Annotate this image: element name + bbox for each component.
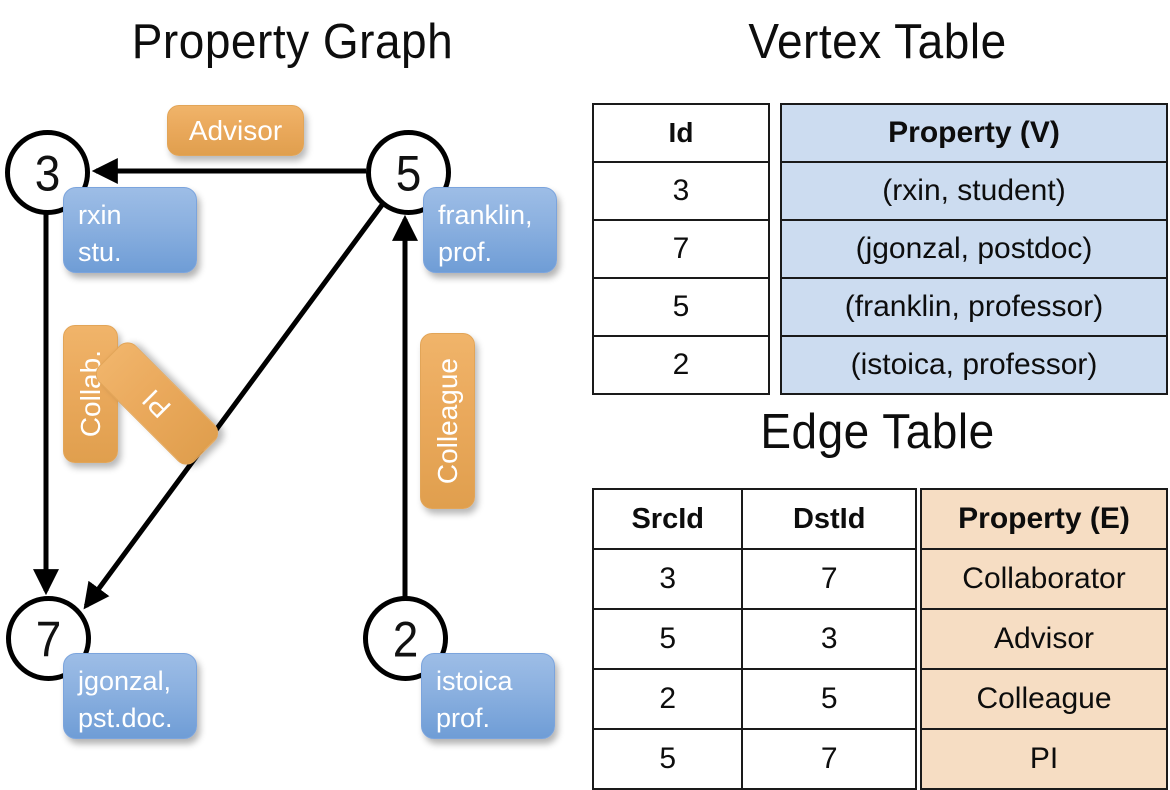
graph-node-3-property-line-1: rxin bbox=[78, 200, 122, 230]
table-row[interactable]: 2 5 bbox=[591, 668, 917, 730]
edge-table-cell-property: Colleague bbox=[920, 668, 1168, 730]
vertex-table-cell-id: 3 bbox=[592, 161, 770, 221]
vertex-table-cell-property: (rxin, student) bbox=[780, 161, 1168, 221]
edge-table-cell-srcid: 5 bbox=[591, 608, 744, 670]
edge-label-advisor-text: Advisor bbox=[188, 114, 283, 146]
graph-node-2-property-box: istoica prof. bbox=[421, 653, 555, 739]
graph-node-5[interactable]: 5 bbox=[366, 130, 451, 215]
edge-table-cell-property: PI bbox=[920, 728, 1168, 790]
vertex-table-cell-id: 5 bbox=[592, 277, 770, 337]
vertex-table-header-id: Id bbox=[592, 103, 770, 163]
vertex-table-header-property: Property (V) bbox=[780, 103, 1168, 163]
graph-node-3-property-box: rxin stu. bbox=[63, 187, 197, 273]
table-row[interactable]: 3 7 bbox=[591, 548, 917, 610]
edge-table-cell-dstid: 7 bbox=[741, 548, 917, 610]
graph-node-7-label: 7 bbox=[35, 610, 62, 667]
table-row[interactable]: Collaborator bbox=[920, 548, 1168, 610]
table-row[interactable]: 5 7 bbox=[591, 728, 917, 790]
graph-node-7-property-line-1: jgonzal, bbox=[78, 666, 172, 696]
graph-node-7-property-box: jgonzal, pst.doc. bbox=[63, 653, 197, 739]
table-row[interactable]: 5 3 bbox=[591, 608, 917, 670]
page-title-edge-table: Edge Table bbox=[760, 403, 995, 459]
table-row[interactable]: (rxin, student) bbox=[780, 161, 1168, 221]
graph-node-2-property-line-1: istoica bbox=[436, 666, 513, 696]
edge-table-header-srcid: SrcId bbox=[591, 488, 744, 550]
edge-table-property-column: Property (E) Collaborator Advisor Collea… bbox=[920, 488, 1168, 790]
page-title-vertex-table: Vertex Table bbox=[748, 13, 1007, 69]
vertex-table-property-column: Property (V) (rxin, student) (jgonzal, p… bbox=[780, 103, 1168, 395]
edge-table-cell-dstid: 3 bbox=[741, 608, 917, 670]
graph-node-2-property-line-2: prof. bbox=[436, 703, 491, 734]
graph-node-5-property-line-2: prof. bbox=[438, 237, 493, 268]
table-row[interactable]: 7 bbox=[592, 219, 770, 279]
graph-node-2[interactable]: 2 bbox=[363, 596, 448, 681]
table-row[interactable]: (istoica, professor) bbox=[780, 335, 1168, 395]
graph-node-5-property-line-1: franklin, bbox=[438, 200, 533, 230]
page-title-property-graph: Property Graph bbox=[131, 13, 454, 69]
vertex-table-cell-id: 7 bbox=[592, 219, 770, 279]
edge-table-cell-srcid: 3 bbox=[591, 548, 744, 610]
edge-table-header-property: Property (E) bbox=[920, 488, 1168, 550]
edge-label-colleague-text: Colleague bbox=[431, 357, 463, 485]
table-row[interactable]: Advisor bbox=[920, 608, 1168, 670]
table-header-row: Id bbox=[592, 103, 770, 163]
vertex-table-cell-id: 2 bbox=[592, 335, 770, 395]
table-header-row: SrcId DstId bbox=[591, 488, 917, 550]
graph-node-5-label: 5 bbox=[395, 144, 422, 201]
table-row[interactable]: Colleague bbox=[920, 668, 1168, 730]
graph-node-5-property-box: franklin, prof. bbox=[423, 187, 557, 273]
edge-table-cell-dstid: 7 bbox=[741, 728, 917, 790]
edge-table-cell-property: Advisor bbox=[920, 608, 1168, 670]
graph-node-3-property-line-2: stu. bbox=[78, 237, 122, 268]
table-row[interactable]: 2 bbox=[592, 335, 770, 395]
edge-table-cell-property: Collaborator bbox=[920, 548, 1168, 610]
table-row[interactable]: 3 bbox=[592, 161, 770, 221]
edge-table-cell-srcid: 5 bbox=[591, 728, 744, 790]
table-row[interactable]: (franklin, professor) bbox=[780, 277, 1168, 337]
graph-node-7-property-line-2: pst.doc. bbox=[78, 703, 173, 734]
edge-label-advisor: Advisor bbox=[167, 105, 304, 156]
edge-table-cell-srcid: 2 bbox=[591, 668, 744, 730]
graph-node-3-label: 3 bbox=[34, 144, 61, 201]
vertex-table-cell-property: (jgonzal, postdoc) bbox=[780, 219, 1168, 279]
graph-edges-svg bbox=[33, 158, 418, 610]
vertex-table-id-column: Id 3 7 5 2 bbox=[592, 103, 770, 395]
table-header-row: Property (E) bbox=[920, 488, 1168, 550]
edge-5-to-7-pi bbox=[83, 203, 385, 610]
vertex-table-cell-property: (istoica, professor) bbox=[780, 335, 1168, 395]
edge-label-colleague: Colleague bbox=[420, 333, 475, 509]
vertex-table-cell-property: (franklin, professor) bbox=[780, 277, 1168, 337]
graph-node-2-label: 2 bbox=[392, 610, 419, 667]
table-row[interactable]: 5 bbox=[592, 277, 770, 337]
edge-table-cell-dstid: 5 bbox=[741, 668, 917, 730]
edge-table-header-dstid: DstId bbox=[741, 488, 917, 550]
table-row[interactable]: (jgonzal, postdoc) bbox=[780, 219, 1168, 279]
edge-label-collab: Collab. bbox=[63, 325, 118, 463]
table-row[interactable]: PI bbox=[920, 728, 1168, 790]
property-graph-diagram: 3 rxin stu. 5 franklin, prof. 7 jgonzal,… bbox=[0, 0, 585, 760]
edge-table-src-dst-columns: SrcId DstId 3 7 5 3 2 5 5 7 bbox=[591, 488, 917, 790]
edge-label-pi-text: PI bbox=[136, 383, 177, 425]
table-header-row: Property (V) bbox=[780, 103, 1168, 163]
